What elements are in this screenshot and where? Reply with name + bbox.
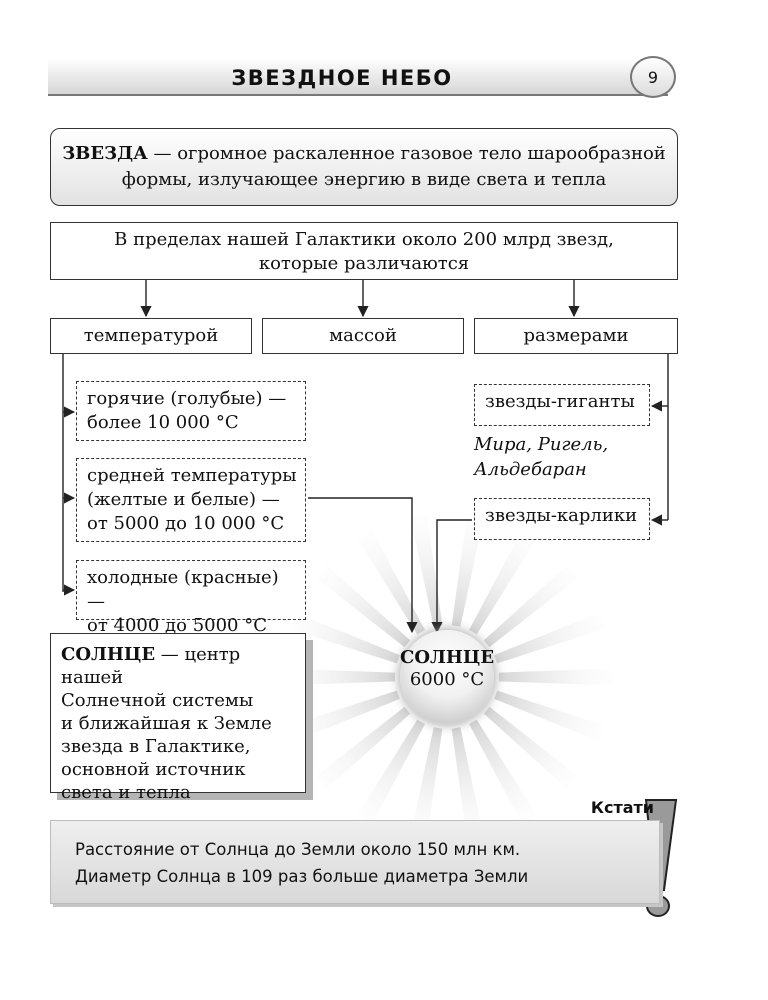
definition-term: ЗВЕЗДА <box>62 143 148 164</box>
sun-ray <box>289 690 400 742</box>
sun-ray <box>315 564 411 648</box>
sun-def-line6: света и тепла <box>61 782 191 803</box>
sun-def-line3: и ближайшая к Земле <box>61 713 272 734</box>
medium-line3: от 5000 до 10 000 °С <box>87 513 285 534</box>
sun-definition-box: СОЛНЦЕ — центр нашей Солнечной системы и… <box>50 633 306 803</box>
sun-ray <box>289 612 400 664</box>
sun-ray <box>315 706 411 790</box>
sun-ray <box>494 612 605 664</box>
header-bar <box>48 58 668 96</box>
sun-ray <box>469 530 537 635</box>
note-line1: Расстояние от Солнца до Земли около 150 … <box>75 840 521 859</box>
sun-def-term: СОЛНЦЕ <box>61 644 156 665</box>
sun-ray <box>282 668 396 686</box>
galaxy-box: В пределах нашей Галактики около 200 млр… <box>50 222 678 280</box>
category-mass: массой <box>262 318 464 354</box>
definition-text-line2: формы, излучающее энергию в виде света и… <box>121 169 607 190</box>
definition-text-line1: — огромное раскаленное газовое тело шаро… <box>147 143 666 164</box>
sun-def-line1: — центр нашей <box>61 644 241 688</box>
sun-ray <box>451 513 484 627</box>
note-label: Кстати <box>590 798 654 817</box>
sun-ray <box>469 719 537 824</box>
sun-temperature: 6000 °С <box>409 669 485 690</box>
sun-def-line2: Солнечной системы <box>61 690 254 711</box>
note-line2: Диаметр Солнца в 109 раз больше диаметра… <box>75 867 529 886</box>
sun-ray <box>494 690 605 742</box>
sun-ray <box>357 719 425 824</box>
sun-ray <box>483 564 579 648</box>
dwarfs-box: звезды-карлики <box>474 498 650 540</box>
medium-stars-box: средней температуры (желтые и белые) — о… <box>76 458 306 542</box>
arrow-dwarfs-to-sun <box>431 519 472 634</box>
sun-rays <box>282 513 612 841</box>
sun-circle: СОЛНЦЕ 6000 °С <box>400 630 494 724</box>
examples-line2: Альдебаран <box>474 459 587 480</box>
sun-ray <box>483 706 579 790</box>
sun-ray <box>498 668 612 686</box>
examples-line1: Мира, Ригель, <box>474 434 609 455</box>
sun-def-line4: звезда в Галактике, <box>61 736 251 757</box>
hot-line2: более 10 000 °С <box>87 412 239 433</box>
arrow-medium-to-sun <box>308 497 418 634</box>
page-number: 9 <box>630 56 676 98</box>
category-temperature: температурой <box>50 318 252 354</box>
sun-ray <box>451 727 484 841</box>
cold-line2: от 4000 до 5000 °С <box>87 615 267 636</box>
sun-ray <box>410 727 443 841</box>
sun-label: СОЛНЦЕ <box>400 647 495 668</box>
cold-stars-box: холодные (красные) — от 4000 до 5000 °С <box>76 560 306 636</box>
sun-def-line5: основной источник <box>61 759 246 780</box>
category-size: размерами <box>474 318 678 354</box>
giants-examples: Мира, Ригель, Альдебаран <box>474 432 674 482</box>
galaxy-line2: которые различаются <box>258 253 470 274</box>
sun-ray <box>357 530 425 635</box>
medium-line1: средней температуры <box>87 465 297 486</box>
galaxy-line1: В пределах нашей Галактики около 200 млр… <box>114 229 614 250</box>
star-definition-box: ЗВЕЗДА — огромное раскаленное газовое те… <box>50 128 678 206</box>
medium-line2: (желтые и белые) — <box>87 489 280 510</box>
hot-stars-box: горячие (голубые) — более 10 000 °С <box>76 381 306 441</box>
hot-line1: горячие (голубые) — <box>87 388 287 409</box>
cold-line1: холодные (красные) — <box>87 567 279 612</box>
page-title: ЗВЕЗДНОЕ НЕБО <box>231 66 453 90</box>
note-box: Расстояние от Солнца до Земли около 150 … <box>50 820 660 904</box>
giants-box: звезды-гиганты <box>474 384 650 426</box>
sun-ray <box>410 513 443 627</box>
